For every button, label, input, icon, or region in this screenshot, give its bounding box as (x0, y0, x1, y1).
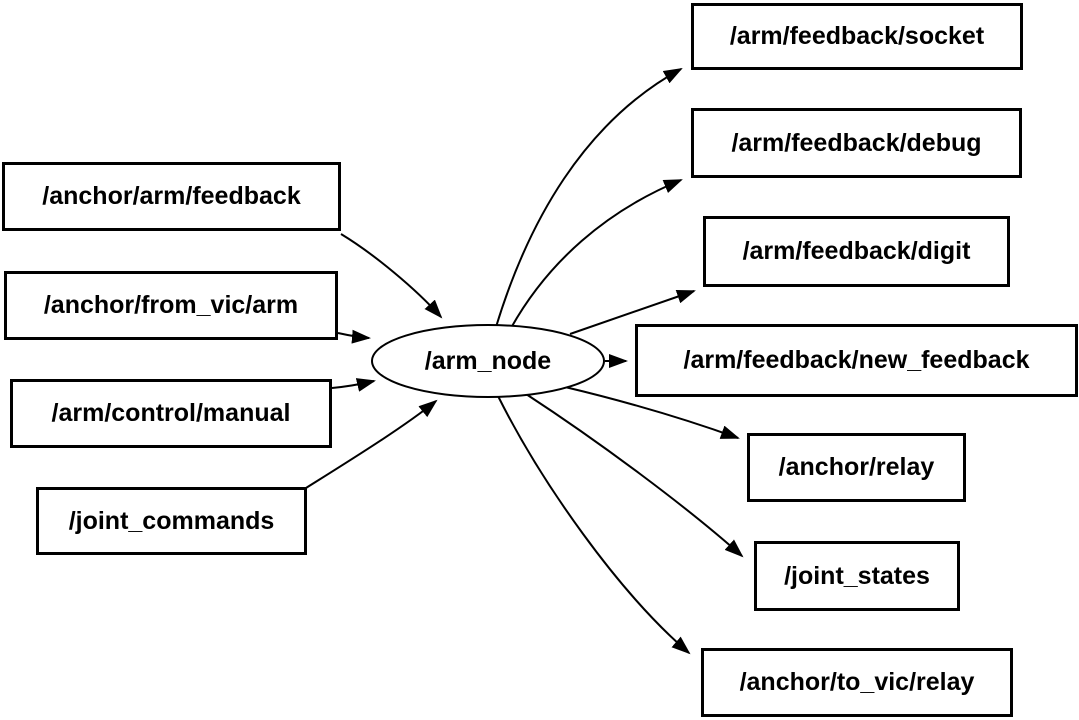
topic-label: /anchor/from_vic/arm (43, 291, 299, 319)
edge-arm-control-manual-to-arm-node (331, 378, 376, 392)
topic-joint-commands: /joint_commands (36, 487, 307, 555)
topic-arm-feedback-digit: /arm/feedback/digit (703, 216, 1010, 287)
topic-arm-feedback-socket: /arm/feedback/socket (691, 3, 1023, 70)
topic-label: /anchor/arm/feedback (42, 182, 301, 210)
edge-arm-node-to-anchor-to-vic-relay (497, 395, 691, 655)
edge-arm-node-to-arm-feedback-debug (510, 179, 683, 329)
topic-label: /anchor/relay (778, 453, 935, 481)
topic-arm-feedback-new-feedback: /arm/feedback/new_feedback (635, 324, 1078, 397)
topic-anchor-relay: /anchor/relay (747, 433, 966, 502)
topic-label: /arm/control/manual (51, 399, 291, 427)
topic-arm-control-manual: /arm/control/manual (10, 379, 332, 448)
topic-label: /joint_states (784, 561, 930, 590)
arm-node-ellipse (371, 324, 605, 398)
topic-label: /joint_commands (68, 506, 275, 535)
topic-label: /arm/feedback/debug (731, 128, 982, 157)
topic-arm-feedback-debug: /arm/feedback/debug (691, 108, 1022, 178)
topic-anchor-arm-feedback: /anchor/arm/feedback (2, 162, 341, 231)
topic-label: /arm/feedback/new_feedback (683, 346, 1030, 374)
topic-anchor-from-vic-arm: /anchor/from_vic/arm (4, 271, 338, 340)
edge-arm-node-to-anchor-relay (564, 386, 740, 439)
edge-anchor-arm-feedback-to-arm-node (340, 233, 443, 319)
edge-joint-commands-to-arm-node (305, 399, 438, 489)
topic-joint-states: /joint_states (754, 541, 960, 611)
topic-label: /anchor/to_vic/relay (739, 668, 975, 696)
edge-arm-node-to-arm-feedback-socket (495, 68, 683, 328)
topic-anchor-to-vic-relay: /anchor/to_vic/relay (701, 648, 1013, 717)
edge-arm-node-to-joint-states (525, 393, 744, 558)
edge-anchor-from-vic-arm-to-arm-node (337, 329, 371, 344)
topic-label: /arm/feedback/socket (729, 22, 985, 50)
topic-label: /arm/feedback/digit (742, 237, 971, 265)
edge-arm-node-to-arm-feedback-digit (569, 289, 696, 335)
arm-node-label: /arm_node (424, 346, 552, 375)
